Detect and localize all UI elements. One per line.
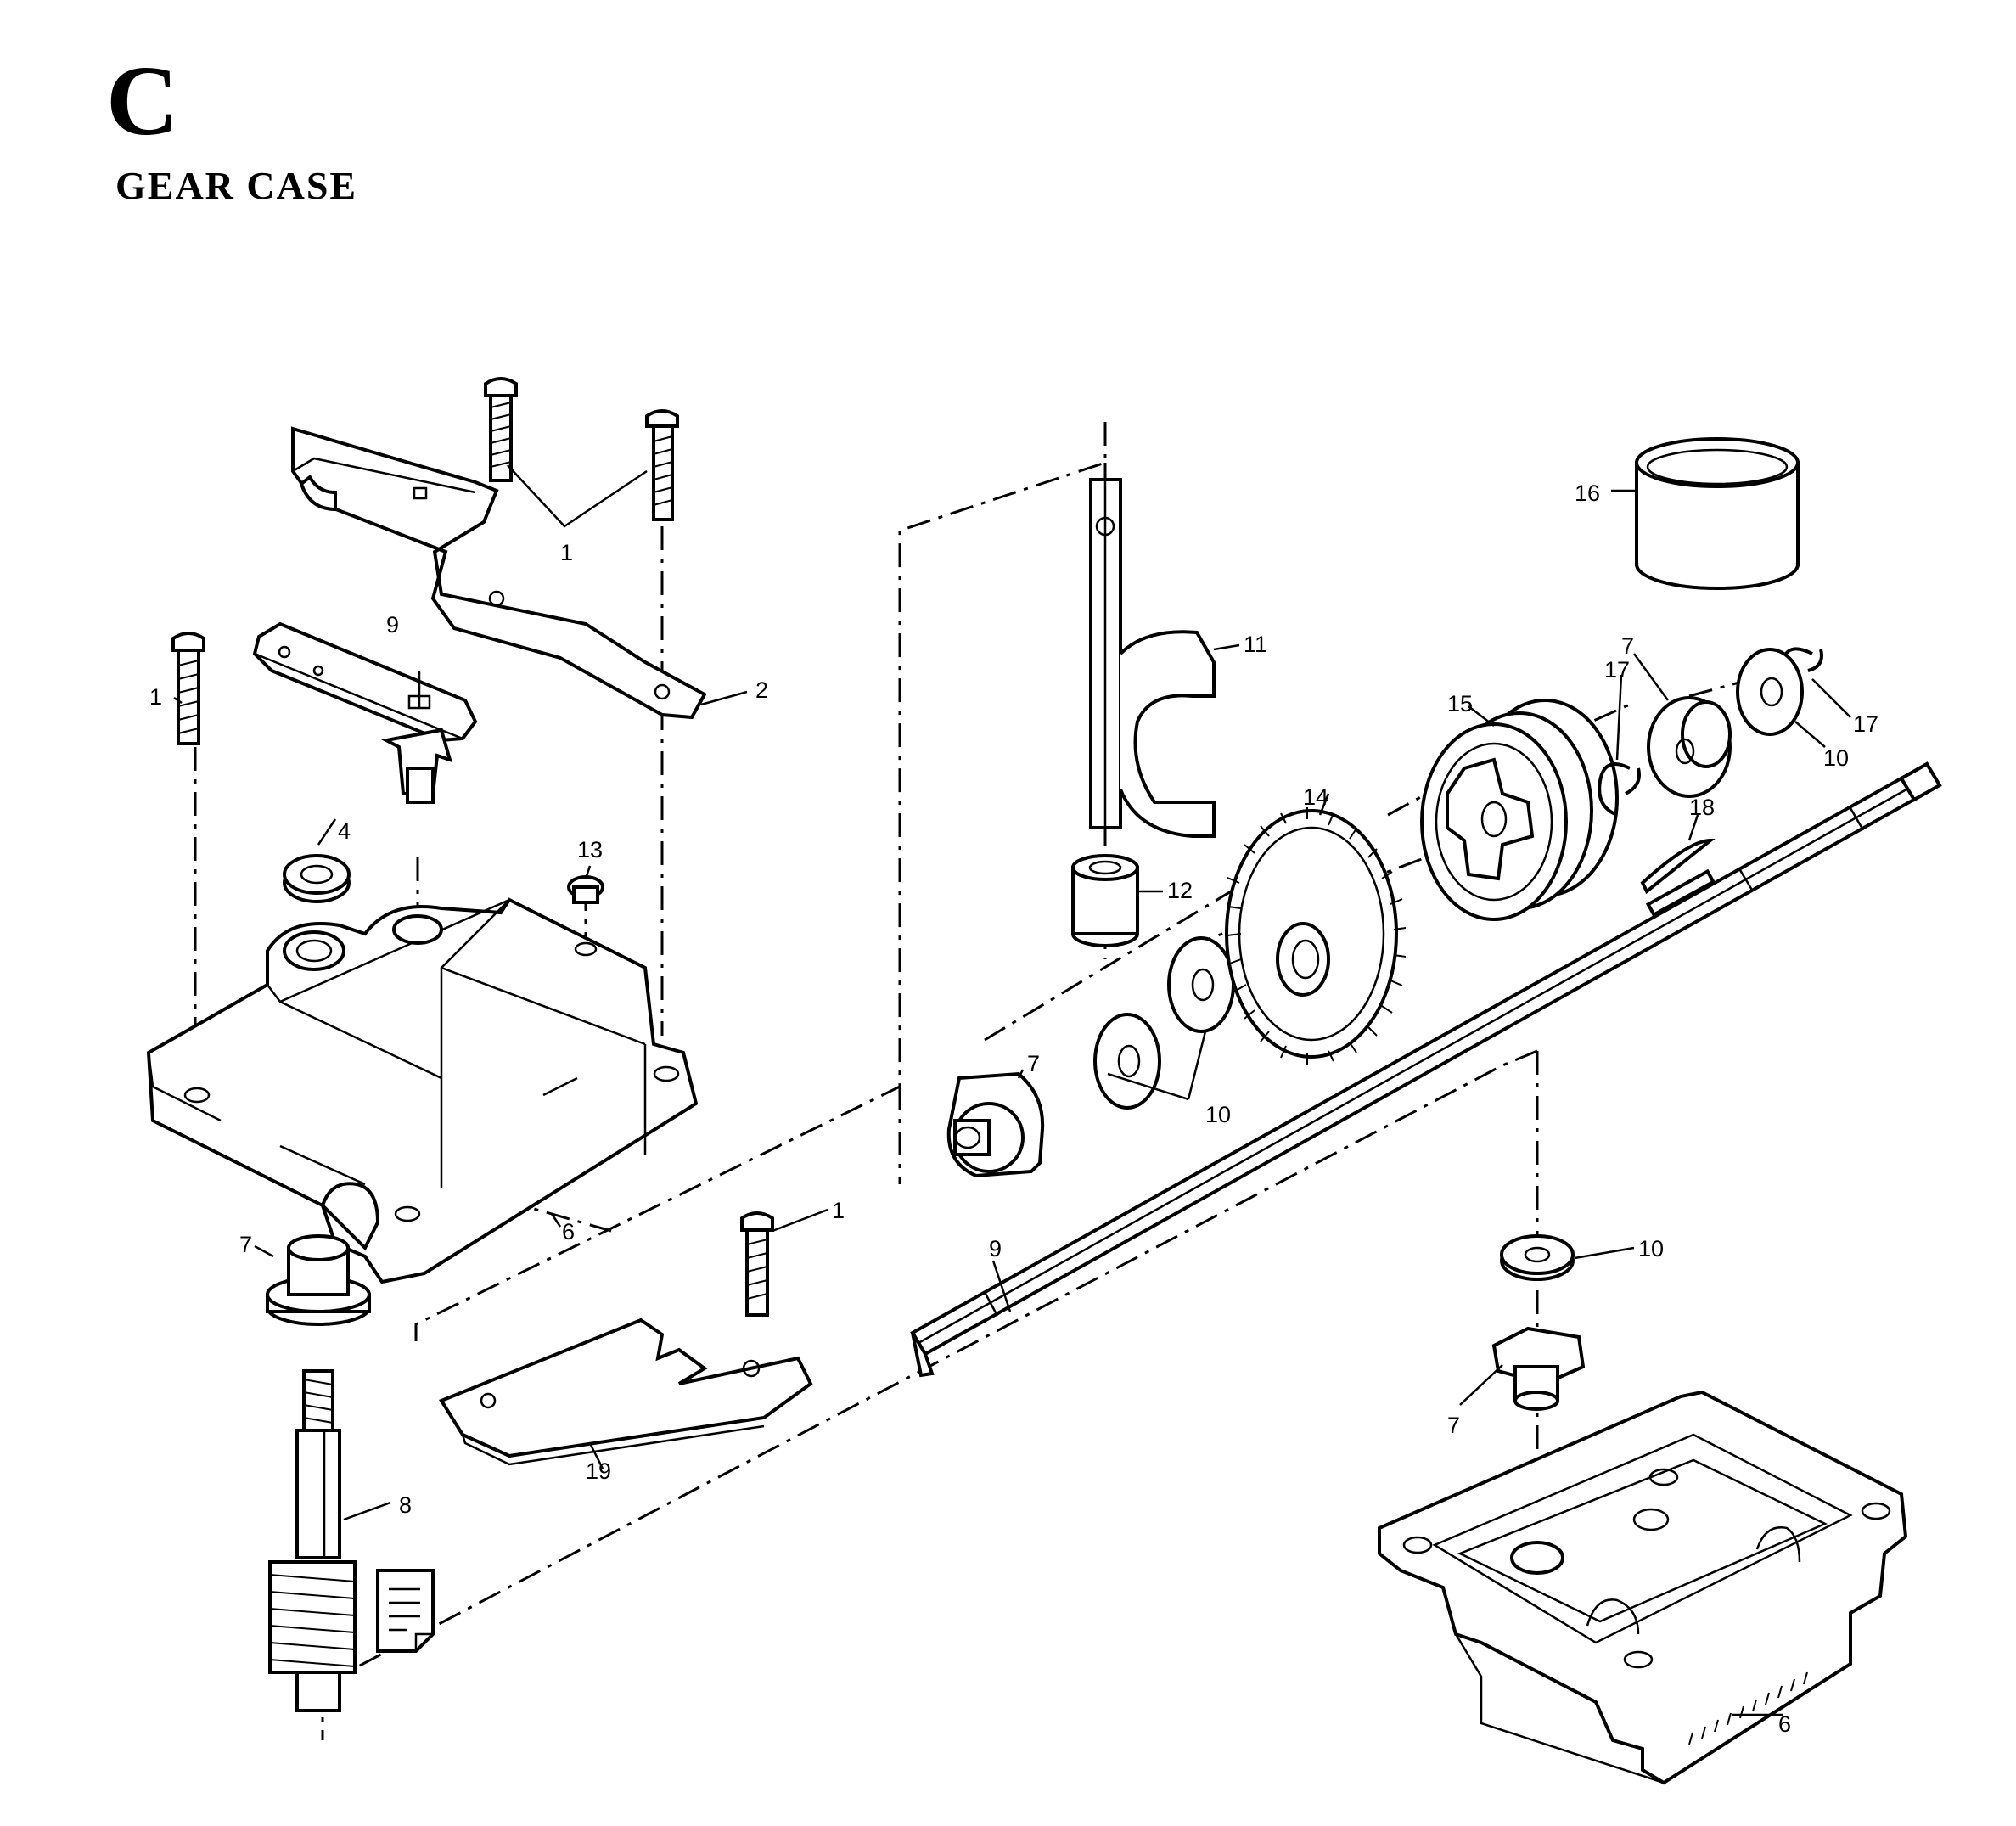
bracket-part-2	[291, 426, 707, 720]
callout-9: 9	[989, 1236, 1002, 1261]
callout-7: 7	[1027, 1051, 1040, 1076]
callout-14: 14	[1303, 784, 1328, 810]
callout-10: 10	[1823, 745, 1849, 771]
callout-1: 1	[560, 540, 573, 565]
callout-9: 9	[386, 612, 399, 638]
washer-part-10-d	[1500, 1234, 1575, 1281]
callout-leaders	[173, 464, 1851, 1716]
callout-10: 10	[1638, 1236, 1664, 1261]
callout-6: 6	[1778, 1711, 1791, 1737]
gear-case-upper-part-6	[146, 897, 699, 1284]
callout-13: 13	[577, 837, 603, 862]
washer-part-10-a	[1093, 1013, 1161, 1110]
bushing-part-7-right	[1647, 696, 1732, 798]
plug-part-13	[567, 875, 604, 904]
callout-12: 12	[1167, 878, 1193, 903]
circlip-part-17-a	[1598, 762, 1641, 817]
callout-16: 16	[1575, 480, 1600, 506]
callout-7: 7	[1447, 1413, 1460, 1438]
bushing-part-7-left	[266, 1234, 371, 1326]
callout-18: 18	[1689, 795, 1715, 820]
sleeve-part-16	[1635, 437, 1800, 590]
callout-6: 6	[562, 1219, 575, 1244]
washer-part-10-b	[1167, 936, 1235, 1033]
callout-8: 8	[399, 1492, 412, 1518]
callout-1: 1	[832, 1198, 845, 1223]
bushing-part-12	[1071, 854, 1139, 947]
callout-17: 17	[1604, 657, 1630, 683]
callout-10: 10	[1205, 1102, 1231, 1127]
callout-labels: 1 2 1 9 4 13 6 7 8 1 19 11 12 14 15 16 1…	[149, 480, 1878, 1737]
gear-case-lower-part-6	[1378, 1390, 1908, 1785]
worm-shaft-part-8	[268, 1369, 357, 1712]
plate-part-19	[439, 1318, 813, 1466]
bolt-top-right	[645, 409, 679, 521]
section-letter: C	[106, 45, 179, 156]
callout-7: 7	[239, 1232, 252, 1257]
callout-19: 19	[586, 1458, 611, 1484]
gear-part-14	[1225, 807, 1407, 1065]
washer-part-10-c	[1736, 648, 1804, 736]
key-part-18	[1640, 838, 1716, 895]
page-title: GEAR CASE	[115, 164, 358, 207]
bushing-part-7-mid	[946, 1071, 1045, 1178]
lever-part-9	[252, 621, 478, 804]
shift-fork-part-11	[1089, 478, 1216, 838]
callout-11: 11	[1244, 632, 1267, 657]
callout-17: 17	[1853, 711, 1878, 737]
bolt-bottom	[740, 1211, 774, 1317]
callout-4: 4	[338, 818, 351, 844]
bolt-top-left	[484, 377, 518, 482]
callout-7: 7	[1621, 633, 1634, 659]
bushing-part-7-lower-right	[1491, 1326, 1586, 1411]
bolt-left	[171, 632, 205, 745]
pulley-part-15	[1420, 699, 1619, 921]
washer-part-4	[283, 854, 351, 903]
callout-15: 15	[1447, 691, 1473, 716]
document-note-icon	[376, 1569, 435, 1653]
callout-1: 1	[149, 684, 162, 710]
shaft-part-9	[910, 761, 1942, 1378]
callout-2: 2	[755, 677, 768, 703]
